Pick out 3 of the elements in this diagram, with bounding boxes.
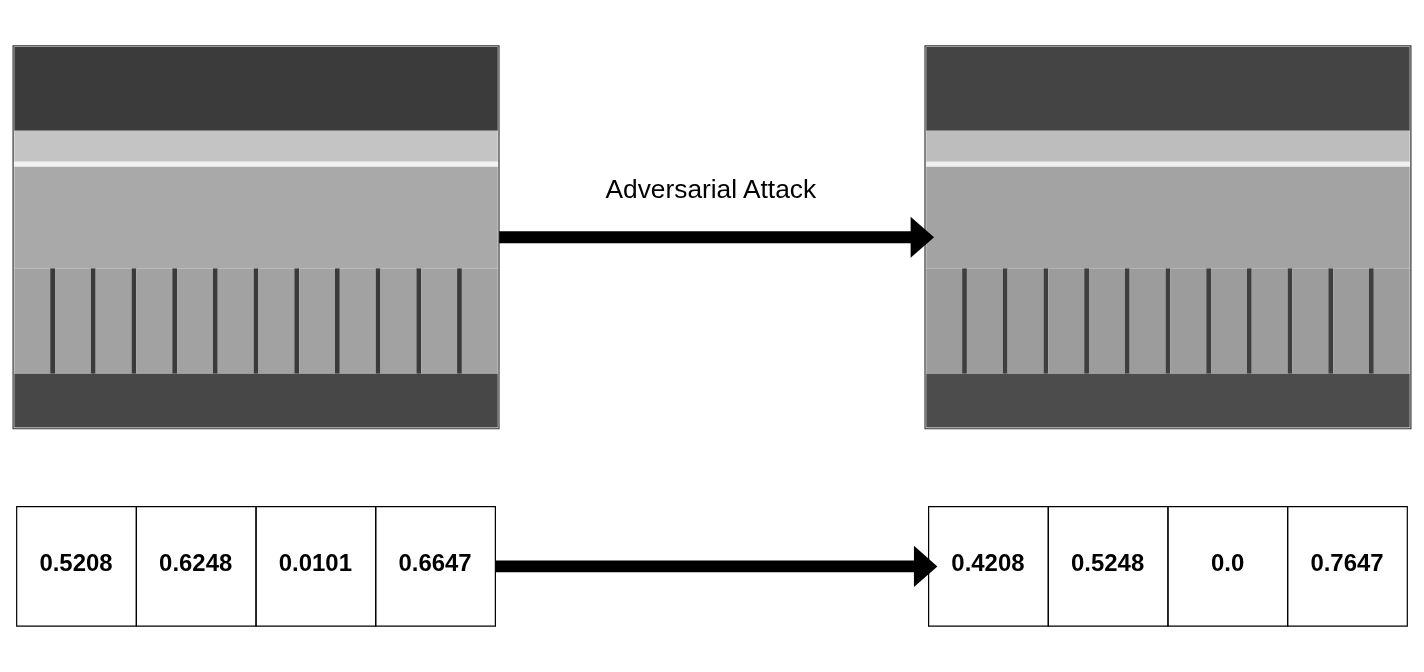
arrow <box>499 216 935 258</box>
edge-label: Adversarial Attack <box>605 174 817 205</box>
arrow <box>495 545 938 587</box>
